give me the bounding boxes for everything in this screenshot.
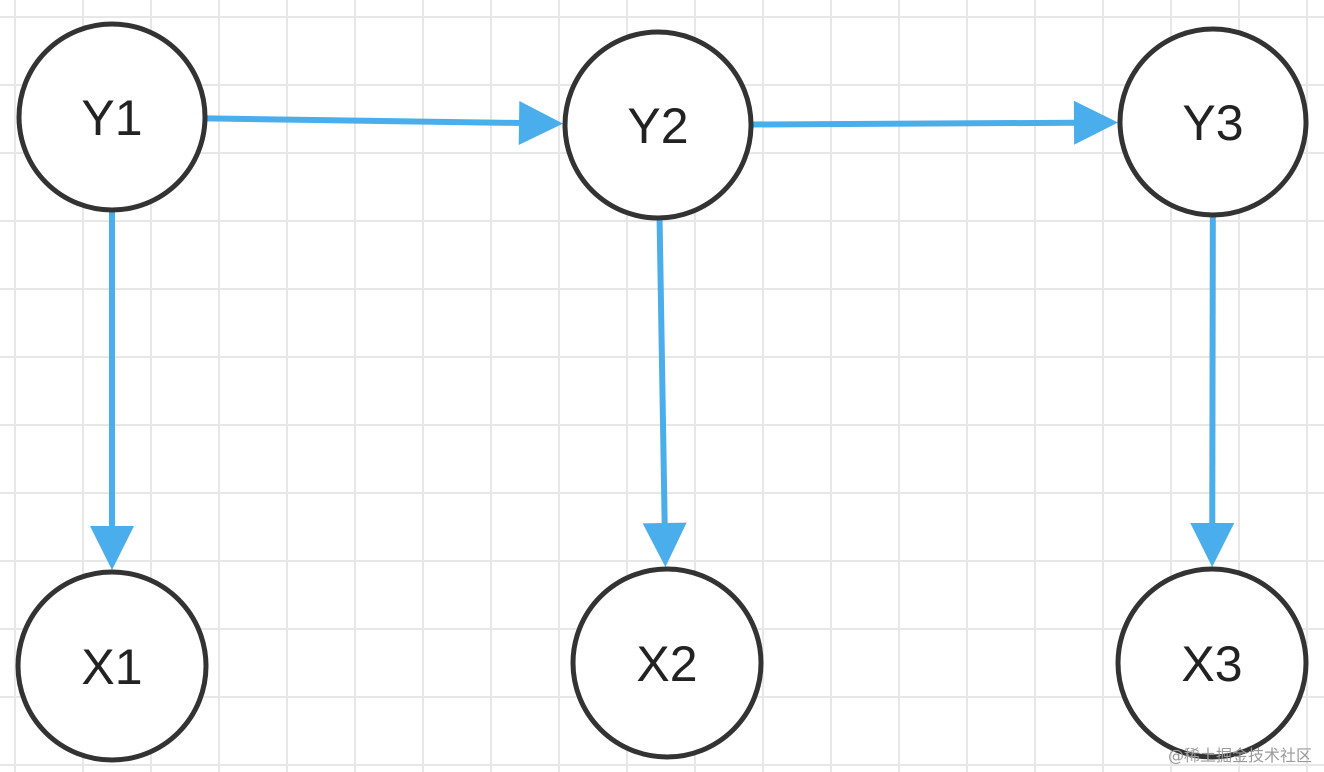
edge-line (752, 119, 1077, 128)
watermark-text: @稀土掘金技术社区 (1167, 746, 1312, 765)
edge-y3-to-x3 (1190, 216, 1235, 568)
node-circle (570, 566, 764, 760)
edge-y2-to-y3 (752, 100, 1119, 145)
node-label: Y1 (81, 90, 142, 146)
edge-y1-to-x1 (90, 212, 134, 570)
edge-y2-to-x2 (642, 219, 687, 568)
edges-layer (90, 100, 1235, 570)
node-label: X2 (636, 636, 697, 692)
edge-line (1209, 216, 1216, 526)
edge-line (656, 219, 668, 526)
node-circle (16, 21, 208, 213)
node-x3: X3 (1115, 566, 1309, 760)
arrowhead-icon (642, 522, 687, 568)
edge-line (206, 115, 522, 126)
node-y3: Y3 (1117, 26, 1309, 218)
node-circle (15, 569, 209, 763)
arrowhead-icon (90, 526, 134, 570)
arrowhead-icon (1190, 522, 1235, 568)
node-label: Y3 (1182, 95, 1243, 151)
node-circle (562, 29, 754, 221)
node-circle (1115, 566, 1309, 760)
node-x1: X1 (15, 569, 209, 763)
arrowhead-icon (518, 100, 564, 145)
arrowhead-icon (1073, 100, 1119, 145)
node-y2: Y2 (562, 29, 754, 221)
node-label: Y2 (627, 98, 688, 154)
edge-y1-to-y2 (206, 100, 564, 145)
node-x2: X2 (570, 566, 764, 760)
node-circle (1117, 26, 1309, 218)
node-label: X3 (1181, 636, 1242, 692)
node-label: X1 (81, 639, 142, 695)
node-y1: Y1 (16, 21, 208, 213)
